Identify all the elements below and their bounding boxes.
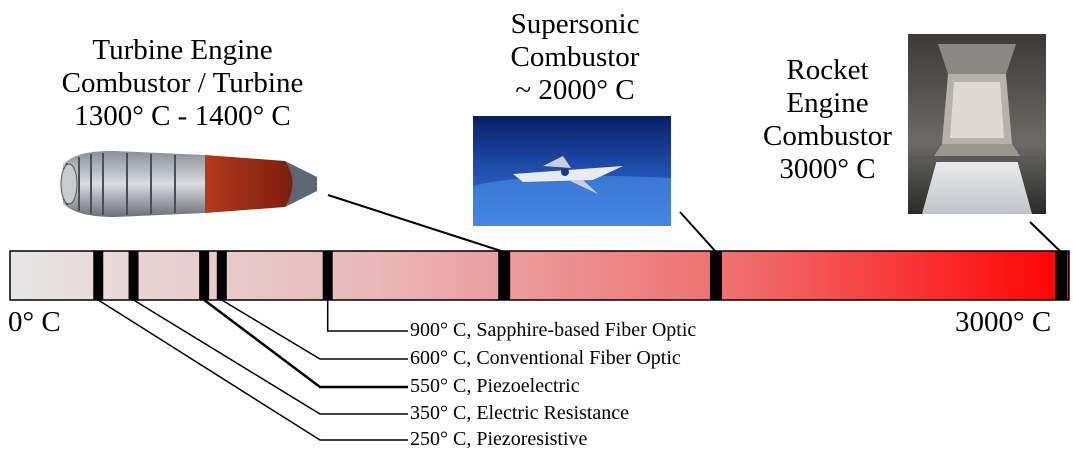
scramjet-aircraft-image — [473, 116, 671, 226]
rocket-title-line-2: Engine — [745, 87, 910, 120]
turbine-title-line-1: Turbine Engine — [25, 34, 340, 67]
sensor-label-conventional-fiber: 600° C, Conventional Fiber Optic — [410, 347, 681, 369]
marker-supersonic — [710, 251, 722, 300]
scale-min-label: 0° C — [8, 306, 61, 339]
sensor-connector-600 — [222, 300, 408, 359]
turbine-title: Turbine Engine Combustor / Turbine 1300°… — [25, 34, 340, 133]
sensor-connector-350 — [134, 300, 408, 414]
turbine-title-line-3: 1300° C - 1400° C — [25, 100, 340, 133]
rocket-title-line-4: 3000° C — [745, 153, 910, 186]
scale-max-label: 3000° C — [955, 306, 1051, 339]
sensor-label-piezoelectric: 550° C, Piezoelectric — [410, 375, 580, 397]
sensor-tick-600 — [217, 251, 227, 300]
rocket-title: Rocket Engine Combustor 3000° C — [745, 54, 910, 186]
supersonic-title: Supersonic Combustor ~ 2000° C — [460, 8, 690, 107]
sensor-tick-900 — [323, 251, 333, 300]
marker-rocket — [1055, 251, 1067, 300]
supersonic-title-line-2: Combustor — [460, 41, 690, 74]
sensor-label-piezoresistive: 250° C, Piezoresistive — [410, 428, 587, 450]
connector-rocket — [1030, 222, 1061, 252]
sensor-connector-900 — [328, 300, 408, 331]
turbine-title-line-2: Combustor / Turbine — [25, 67, 340, 100]
turbine-engine-image — [55, 145, 323, 222]
supersonic-title-line-3: ~ 2000° C — [460, 74, 690, 107]
marker-turbine — [498, 251, 510, 300]
sensor-label-sapphire: 900° C, Sapphire-based Fiber Optic — [410, 319, 696, 341]
sensor-tick-350 — [129, 251, 139, 300]
rocket-title-line-3: Combustor — [745, 120, 910, 153]
connector-supersonic — [680, 212, 716, 252]
temperature-bar — [10, 251, 1069, 300]
sensor-tick-250 — [93, 251, 103, 300]
sensor-tick-550 — [199, 251, 209, 300]
supersonic-title-line-1: Supersonic — [460, 8, 690, 41]
sensor-connector-550 — [204, 300, 408, 387]
sensor-connector-250 — [98, 300, 408, 440]
sensor-label-electric-resistance: 350° C, Electric Resistance — [410, 402, 629, 424]
rocket-title-line-1: Rocket — [745, 54, 910, 87]
rocket-engine-test-image — [908, 34, 1046, 214]
